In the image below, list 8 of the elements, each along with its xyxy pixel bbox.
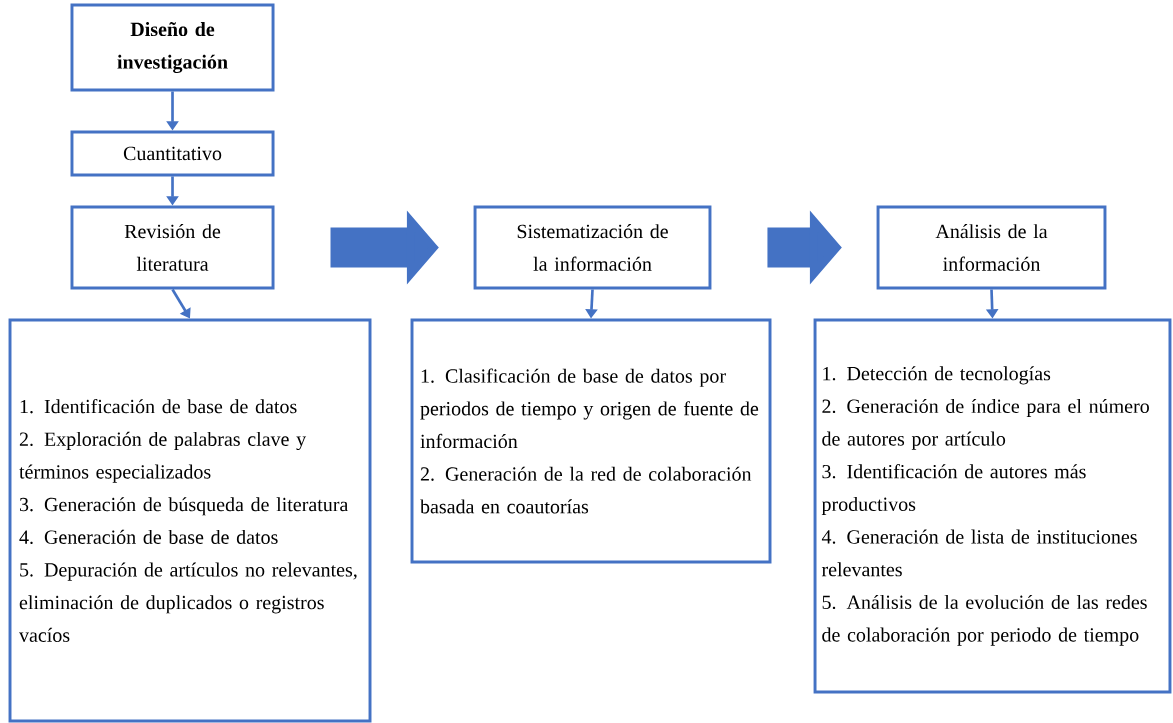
step-list-box: 1. Clasificación de base de datos por periodos de tiempo y origen de fuente de información 2. Generación de la red de colaboración basada en coautorías bbox=[410, 318, 772, 564]
process-box: Análisis de la información bbox=[876, 205, 1107, 290]
process-box: Revisión de literatura bbox=[70, 205, 275, 290]
process-box: Sistematización de la información bbox=[473, 205, 712, 290]
step-list-box: 1. Identificación de base de datos 2. Exploración de palabras clave y términos especializados 3. Generación de búsqueda de literatura 4. Generación de base de datos 5. Depuración de artículos no relevantes, eliminación de duplicados o registros vacíos bbox=[8, 318, 372, 723]
process-box: Cuantitativo bbox=[70, 130, 275, 177]
step-list-box: 1. Detección de tecnologías 2. Generación de índice para el número de autores por artículo 3. Identificación de autores más productivos 4. Generación de lista de instituciones relevantes 5. Análisis de la evolución de las redes de colaboración por periodo de tiempo bbox=[813, 318, 1172, 694]
title-box: Diseño de investigación bbox=[70, 3, 275, 92]
